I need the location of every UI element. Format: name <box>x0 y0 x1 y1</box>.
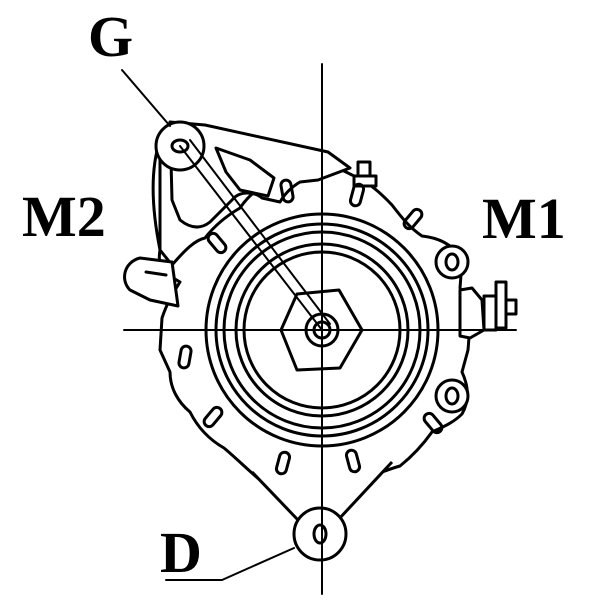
label-m2: M2 <box>22 184 106 249</box>
m1-terminal-tip <box>504 298 518 316</box>
g-to-shaft-line-2 <box>189 139 331 325</box>
m2-lug <box>123 256 180 308</box>
label-g: G <box>88 4 134 69</box>
right-boss-upper-hole <box>444 252 460 272</box>
mount-d-boss <box>292 506 348 562</box>
m1-terminal-nut <box>482 294 498 332</box>
mount-g-hole <box>170 138 190 154</box>
leader-d-diag <box>221 547 295 581</box>
label-d: D <box>160 520 202 585</box>
mount-d-hole <box>312 523 328 545</box>
vent-slots <box>177 178 444 476</box>
leader-g <box>121 69 171 127</box>
right-boss-lower-hole <box>444 386 460 406</box>
right-boss-lower <box>434 378 470 414</box>
top-bolt-head <box>352 174 378 188</box>
m2-lug-slot <box>144 270 168 277</box>
right-boss-upper <box>434 244 470 280</box>
g-to-shaft-line <box>179 145 323 331</box>
label-m1: M1 <box>482 186 566 251</box>
arm-window <box>214 146 276 198</box>
